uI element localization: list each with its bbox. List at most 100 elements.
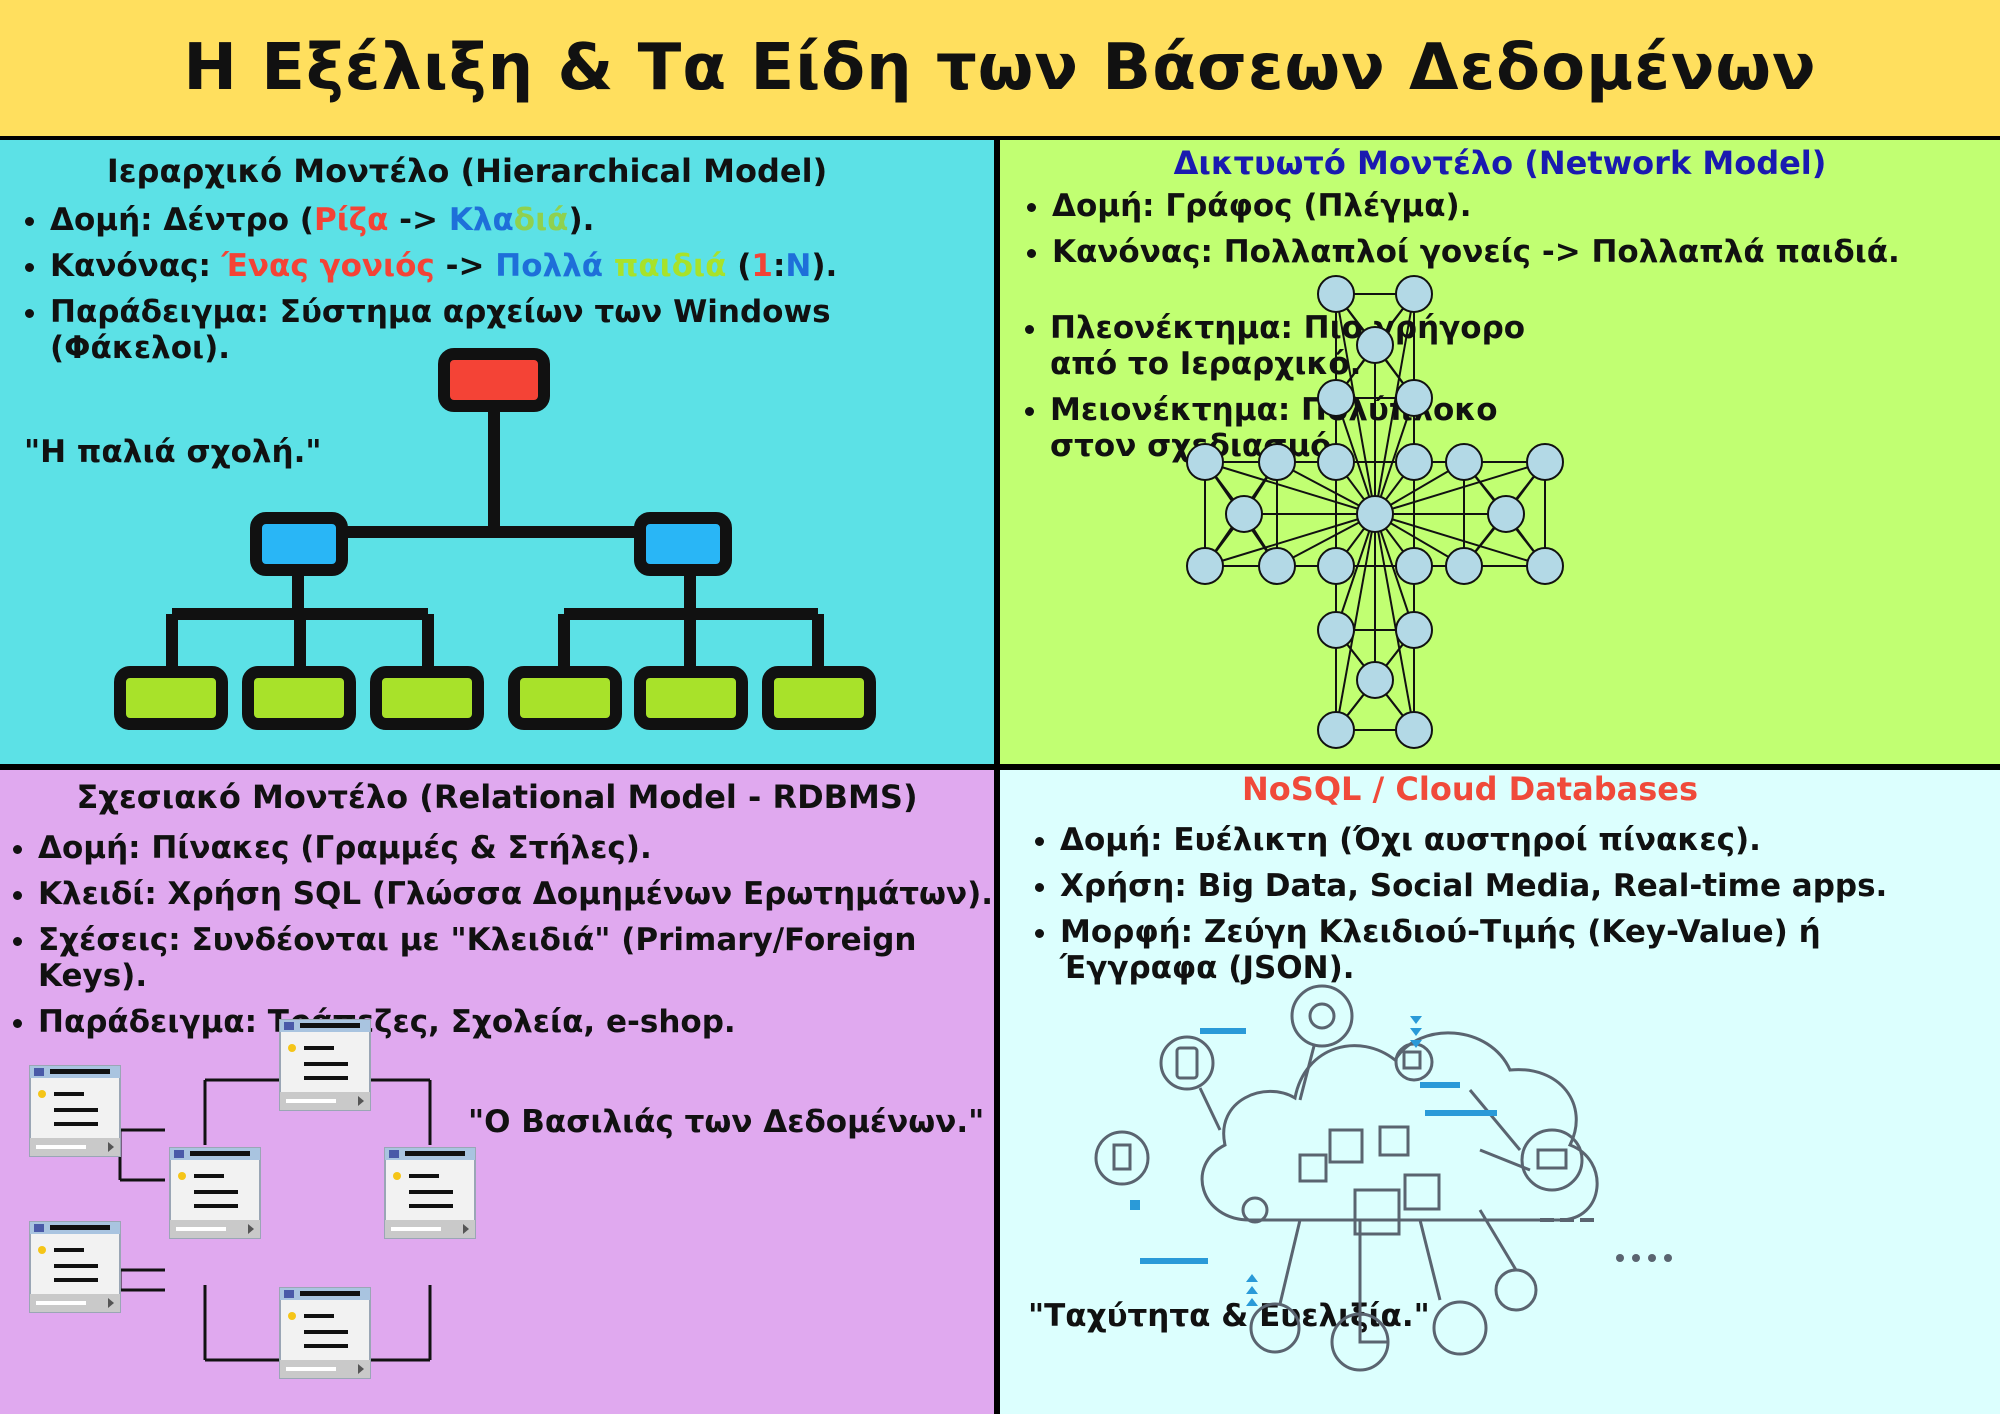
table-field [54, 1092, 84, 1096]
graph-edge [1204, 513, 1376, 567]
leaf-node [508, 666, 622, 730]
cloud-database-illustration [1094, 984, 1672, 1372]
graph-node [1356, 495, 1394, 533]
hierarchical-bullets: Δομή: Δέντρο (Ρίζα -> Κλαδιά). Κανόνας: … [12, 202, 994, 376]
graph-node [1395, 547, 1433, 585]
page-header: Η Εξέλιξη & Τα Είδη των Βάσεων Δεδομένων [0, 0, 2000, 136]
graph-edge [1374, 513, 1415, 631]
relational-heading: Σχεσιακό Μοντέλο (Relational Model - RDB… [76, 778, 918, 816]
network-panel: Δικτυωτό Μοντέλο (Network Model) Δομή: Γ… [1000, 140, 2000, 764]
graph-node [1317, 443, 1355, 481]
table-field [194, 1204, 238, 1208]
graph-node [1317, 611, 1355, 649]
table-field [54, 1248, 84, 1252]
graph-node [1356, 326, 1394, 364]
nosql-bullets: Δομή: Ευέλικτη (Όχι αυστηροί πίνακες). Χ… [1022, 822, 2000, 996]
table-footer-field [36, 1145, 86, 1149]
graph-node [1395, 711, 1433, 749]
hierarchical-rule: Κανόνας: Ένας γονιός -> Πολλά παιδιά (1:… [50, 248, 994, 284]
graph-edge [1374, 513, 1415, 731]
table-header-marker [284, 1290, 294, 1298]
key-icon [38, 1090, 46, 1098]
table-title-bar [405, 1151, 465, 1156]
relational-example: Παράδειγμα: Τράπεζες, Σχολεία, e-shop. [38, 1004, 994, 1040]
graph-node [1395, 275, 1433, 313]
table-footer-field [36, 1301, 86, 1305]
graph-node [1445, 547, 1483, 585]
table-title-bar [300, 1023, 360, 1028]
hierarchical-structure: Δομή: Δέντρο (Ρίζα -> Κλαδιά). [50, 202, 994, 238]
table-scroll-arrow [358, 1364, 364, 1374]
table-header-marker [389, 1150, 399, 1158]
table-footer-field [176, 1227, 226, 1231]
graph-node [1526, 443, 1564, 481]
table-footer-field [286, 1099, 336, 1103]
graph-node [1526, 547, 1564, 585]
leaf-node [114, 666, 228, 730]
table-header-marker [174, 1150, 184, 1158]
table-scroll-arrow [358, 1096, 364, 1106]
key-icon [38, 1246, 46, 1254]
graph-edge [1374, 513, 1546, 567]
network-bullets: Δομή: Γράφος (Πλέγμα). Κανόνας: Πολλαπλο… [1014, 188, 2000, 280]
table-field [194, 1174, 224, 1178]
page-title: Η Εξέλιξη & Τα Είδη των Βάσεων Δεδομένων [183, 31, 1817, 105]
root-node [438, 348, 550, 412]
nosql-heading: NoSQL / Cloud Databases [1242, 770, 1698, 808]
table-title-bar [190, 1151, 250, 1156]
relational-structure: Δομή: Πίνακες (Γραμμές & Στήλες). [38, 830, 994, 866]
graph-edge [1374, 397, 1415, 515]
table-scroll-arrow [248, 1224, 254, 1234]
branch-node [250, 512, 348, 576]
leaf-node [762, 666, 876, 730]
graph-node [1487, 495, 1525, 533]
graph-node [1395, 443, 1433, 481]
table-footer-field [391, 1227, 441, 1231]
hierarchical-panel: Ιεραρχικό Μοντέλο (Hierarchical Model) Δ… [0, 140, 994, 764]
hierarchical-example: Παράδειγμα: Σύστημα αρχείων των Windows … [50, 294, 994, 366]
table-field [304, 1076, 348, 1080]
table-field [304, 1344, 348, 1348]
branch-node [634, 512, 732, 576]
graph-node [1186, 443, 1224, 481]
relational-bullets: Δομή: Πίνακες (Γραμμές & Στήλες). Κλειδί… [0, 830, 994, 1050]
table-title-bar [50, 1225, 110, 1230]
table-field [194, 1190, 238, 1194]
graph-edge [1335, 397, 1376, 515]
table-field [304, 1062, 348, 1066]
relational-relations: Σχέσεις: Συνδέονται με "Κλειδιά" (Primar… [38, 922, 994, 994]
nosql-format: Μορφή: Ζεύγη Κλειδιού-Τιμής (Key-Value) … [1060, 914, 1890, 986]
table-title-bar [300, 1291, 360, 1296]
network-heading: Δικτυωτό Μοντέλο (Network Model) [1173, 144, 1827, 182]
table-scroll-arrow [463, 1224, 469, 1234]
network-structure: Δομή: Γράφος (Πλέγμα). [1052, 188, 2000, 224]
nosql-panel: NoSQL / Cloud Databases Δομή: Ευέλικτη (… [1000, 770, 2000, 1414]
leaf-node [634, 666, 748, 730]
table-footer-field [286, 1367, 336, 1371]
key-icon [178, 1172, 186, 1180]
table-header-marker [284, 1022, 294, 1030]
table-field [304, 1046, 334, 1050]
key-icon [393, 1172, 401, 1180]
root-word: Ρίζα [313, 202, 389, 238]
table-field [409, 1190, 453, 1194]
table-field [54, 1122, 98, 1126]
table-field [304, 1314, 334, 1318]
graph-node [1317, 379, 1355, 417]
hierarchical-heading: Ιεραρχικό Μοντέλο (Hierarchical Model) [106, 152, 828, 190]
graph-node [1186, 547, 1224, 585]
nosql-usage: Χρήση: Big Data, Social Media, Real-time… [1060, 868, 2000, 904]
table-scroll-arrow [108, 1298, 114, 1308]
table-field [409, 1204, 453, 1208]
table-scroll-arrow [108, 1142, 114, 1152]
graph-edge [1335, 513, 1376, 631]
graph-node [1395, 379, 1433, 417]
table-field [54, 1278, 98, 1282]
table-field [409, 1174, 439, 1178]
graph-node [1445, 443, 1483, 481]
hierarchical-quote: "Η παλιά σχολή." [24, 434, 322, 470]
network-rule: Κανόνας: Πολλαπλοί γονείς -> Πολλαπλά πα… [1052, 234, 2000, 270]
leaf-node [242, 666, 356, 730]
key-icon [288, 1312, 296, 1320]
graph-node [1395, 611, 1433, 649]
